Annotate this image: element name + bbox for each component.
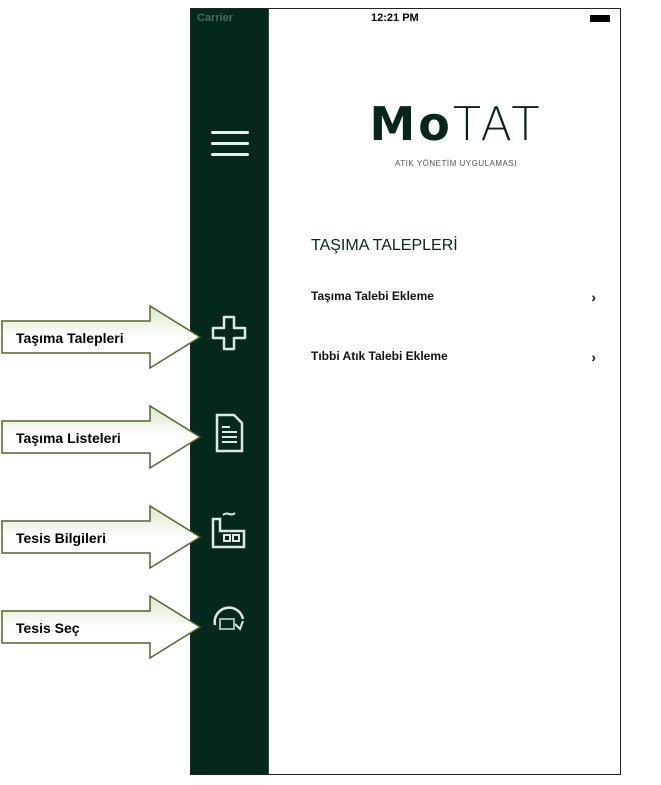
carrier-label: Carrier	[197, 12, 234, 24]
app-logo: MoTAT	[369, 97, 543, 151]
list-item-label: Tıbbi Atık Talebi Ekleme	[311, 349, 448, 363]
app-tagline: ATIK YÖNETİM UYGULAMASI	[395, 159, 517, 168]
clock: 12:21 PM	[371, 12, 419, 24]
list-item-tasima-talebi-ekleme[interactable]: Taşıma Talebi Ekleme ›	[311, 289, 596, 305]
chevron-right-icon: ›	[591, 349, 596, 365]
section-title: TAŞIMA TALEPLERİ	[311, 237, 458, 254]
annotation-arrow: Tesis Seç	[0, 594, 205, 660]
phone-screen: Carrier 12:21 PM MoTAT ATIK YÖNETİM UYGU…	[190, 8, 621, 775]
facility-select-icon[interactable]	[207, 597, 251, 641]
list-item-tibbi-atik-talebi-ekleme[interactable]: Tıbbi Atık Talebi Ekleme ›	[311, 349, 596, 365]
document-icon[interactable]	[207, 411, 251, 455]
sidebar: Carrier	[191, 9, 269, 774]
annotation-arrow: Taşıma Listeleri	[0, 404, 205, 470]
plus-icon[interactable]	[207, 311, 251, 355]
chevron-right-icon: ›	[591, 289, 596, 305]
battery-icon	[590, 15, 610, 22]
list-item-label: Taşıma Talebi Ekleme	[311, 289, 434, 303]
factory-icon[interactable]	[207, 507, 251, 551]
annotation-arrow: Taşıma Talepleri	[0, 304, 205, 370]
hamburger-menu-icon[interactable]	[211, 131, 249, 164]
annotation-arrow: Tesis Bilgileri	[0, 504, 205, 570]
